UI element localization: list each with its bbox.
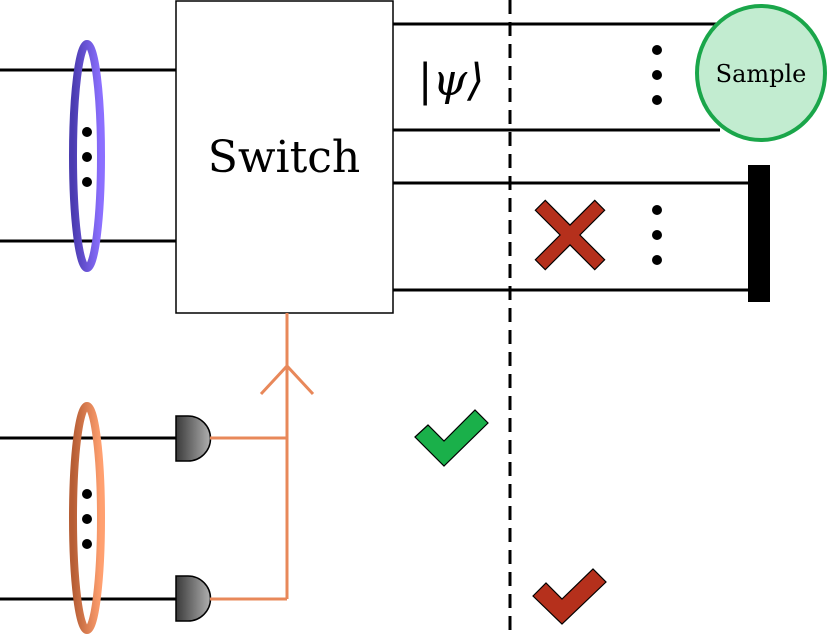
sample-label: Sample bbox=[716, 60, 807, 88]
state-label: |ψ⟩ bbox=[418, 55, 485, 106]
output-ellipsis-icon bbox=[652, 45, 662, 105]
signal-ellipsis-icon bbox=[82, 127, 92, 187]
detector-top-icon bbox=[175, 415, 212, 462]
signal-mode-group-ellipse bbox=[69, 40, 105, 272]
input-modes bbox=[0, 68, 176, 243]
success-check-icon bbox=[414, 409, 489, 467]
late-check-icon bbox=[532, 568, 607, 625]
feedforward-lines bbox=[210, 313, 289, 601]
herald-ellipsis-icon bbox=[82, 489, 92, 549]
detector-bottom-icon bbox=[175, 575, 212, 622]
feedforward-arrowhead-icon bbox=[259, 363, 315, 396]
herald-modes bbox=[0, 436, 178, 601]
switch-label: Switch bbox=[208, 132, 361, 183]
failure-cross-icon bbox=[534, 199, 606, 271]
herald-mode-group-ellipse bbox=[69, 402, 105, 634]
output-modes bbox=[393, 22, 760, 292]
dump-ellipsis-icon bbox=[652, 205, 662, 265]
switch-box: Switch bbox=[175, 0, 394, 314]
sample-node: Sample bbox=[695, 4, 827, 142]
beam-block-icon bbox=[748, 165, 770, 302]
